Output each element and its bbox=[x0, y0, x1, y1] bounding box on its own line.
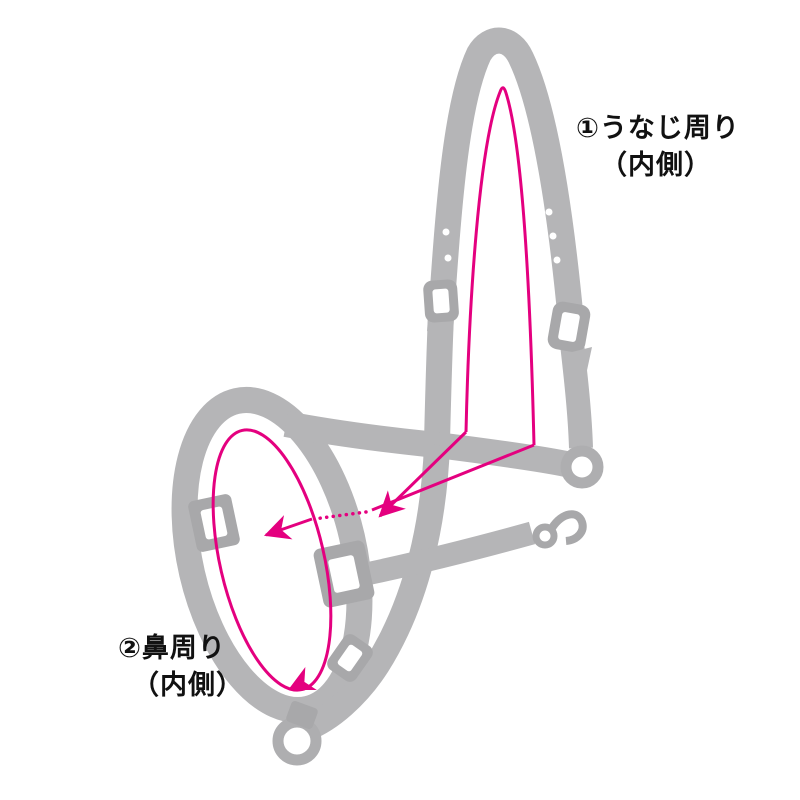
crown-measure-line-2 bbox=[371, 443, 535, 512]
label-nose-circumference: ②鼻周り （内側） bbox=[118, 630, 244, 704]
strap-holes bbox=[442, 208, 561, 264]
throat-strap bbox=[283, 411, 569, 477]
crown-measure-dotted-segment bbox=[312, 510, 368, 521]
strap-end-tip bbox=[572, 347, 592, 375]
left-cheek-strap bbox=[424, 314, 454, 443]
crown-measure-arrow-2 bbox=[263, 515, 313, 540]
label-nose-line1: ②鼻周り bbox=[118, 633, 226, 664]
jaw-strap bbox=[301, 444, 450, 741]
left-crown-buckle bbox=[423, 279, 459, 323]
label-crown-line2: （内側） bbox=[600, 150, 712, 181]
jaw-strap-buckle bbox=[327, 634, 373, 682]
chin-strap bbox=[349, 521, 536, 589]
crown-measure-loop bbox=[464, 86, 536, 446]
halter-hardware bbox=[176, 208, 592, 682]
ring-connector bbox=[286, 701, 318, 729]
label-crown-circumference: ①うなじ周り （内側） bbox=[576, 110, 740, 184]
side-ring bbox=[560, 445, 604, 489]
nose-measure-arrow bbox=[288, 666, 317, 691]
snap-hook bbox=[532, 510, 587, 549]
label-nose-line2: （内側） bbox=[132, 670, 244, 701]
crownpiece-strap bbox=[427, 27, 584, 333]
right-crown-buckle bbox=[547, 301, 591, 353]
label-crown-line1: ①うなじ周り bbox=[576, 113, 740, 144]
measurement-lines bbox=[211, 86, 536, 692]
